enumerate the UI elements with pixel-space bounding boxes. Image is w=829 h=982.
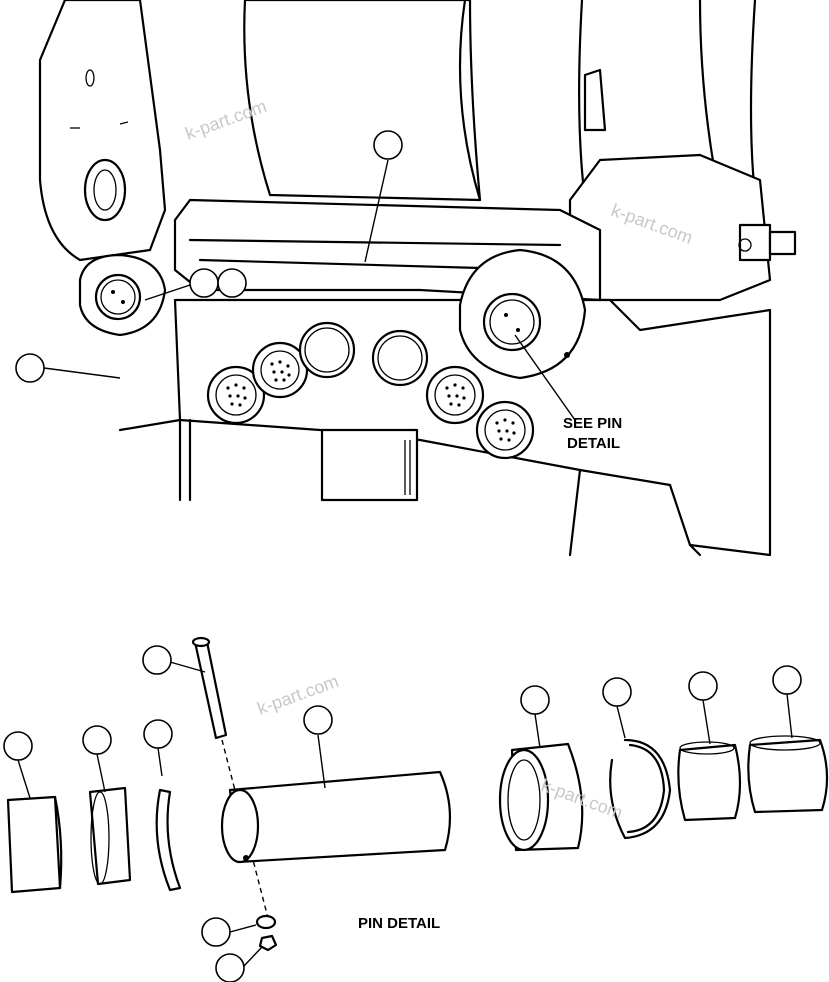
callout-11 bbox=[215, 953, 245, 982]
callout-6 bbox=[82, 725, 112, 755]
callout-5 bbox=[3, 731, 33, 761]
see-pin-detail-label: SEE PIN bbox=[563, 415, 622, 432]
callout-13 bbox=[602, 677, 632, 707]
pin-detail: PIN DETAIL bbox=[3, 636, 829, 982]
callout-9 bbox=[303, 705, 333, 735]
callout-2 bbox=[189, 268, 219, 298]
boom-assembly: SEE PIN DETAIL bbox=[15, 0, 797, 557]
callout-4 bbox=[15, 353, 45, 383]
callout-15 bbox=[772, 665, 802, 695]
callout-12 bbox=[520, 685, 550, 715]
electrical-connectors bbox=[206, 321, 535, 460]
callout-10 bbox=[201, 917, 231, 947]
callout-1 bbox=[373, 130, 403, 160]
pin-detail-title: PIN DETAIL bbox=[358, 915, 440, 932]
callout-3 bbox=[217, 268, 247, 298]
callout-8 bbox=[142, 645, 172, 675]
callout-7 bbox=[143, 719, 173, 749]
see-pin-detail-label-2: DETAIL bbox=[567, 435, 620, 452]
callout-14 bbox=[688, 671, 718, 701]
